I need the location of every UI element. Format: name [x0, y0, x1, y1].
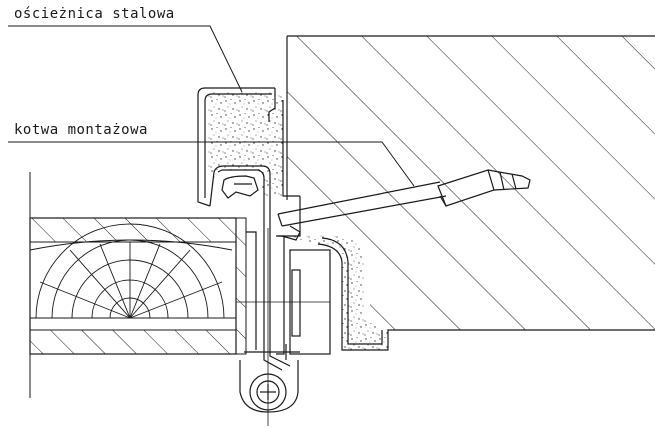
mounting-anchor [277, 169, 531, 241]
hinge [236, 228, 331, 426]
label-steel-frame: ościeżnica stalowa [14, 6, 175, 22]
leader-lines [8, 25, 415, 187]
label-mounting-anchor: kotwa montażowa [14, 122, 148, 138]
door-leaf [29, 172, 247, 398]
steel-frame-profile [197, 87, 389, 371]
leader-mounting-anchor [8, 141, 415, 187]
leader-steel-frame [8, 25, 243, 93]
wall [286, 35, 655, 331]
